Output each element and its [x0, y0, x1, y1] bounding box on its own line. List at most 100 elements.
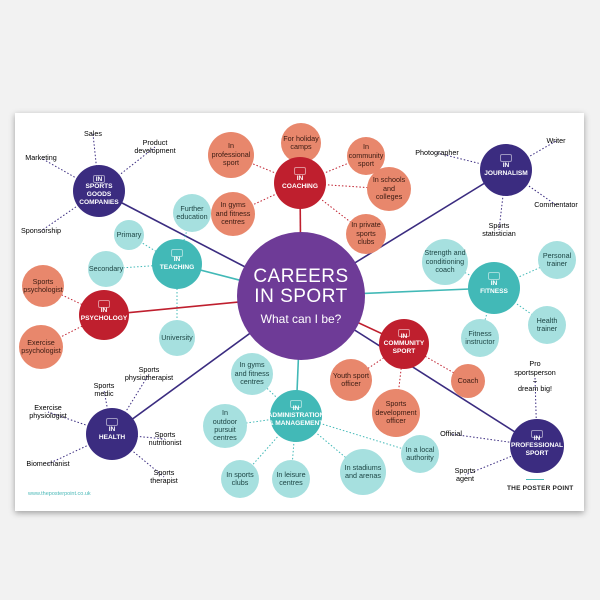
teaching-career-0-label: Further education [176, 203, 208, 221]
hub-psychology: IN PSYCHOLOGY [79, 290, 129, 340]
teaching-career-1-label: Primary [116, 229, 142, 239]
psychology-career-0: Sports psychologist [22, 265, 64, 307]
community-career-2-label: Coach [457, 375, 479, 385]
journalism-career-3-label: Sports statistician [482, 220, 516, 238]
fitness-career-0: Strength and conditioning coach [422, 239, 468, 285]
admin-career-2: In sports clubs [221, 460, 259, 498]
hub-community: IN COMMUNITY SPORT [379, 319, 429, 369]
whistle-icon [294, 167, 306, 176]
health-career-3: Sports nutritionist [147, 421, 183, 457]
health-career-4-label: Sports therapist [150, 467, 178, 485]
fitness-career-0-label: Strength and conditioning coach [424, 248, 466, 275]
hub-journalism-label: IN JOURNALISM [484, 162, 528, 177]
hub-admin: IN ADMINISTRATION & MANAGEMENT [268, 390, 324, 442]
link-pro-leaf-2 [464, 445, 538, 476]
hub-fitness: IN FITNESS [468, 262, 520, 314]
microphone-icon [500, 154, 512, 163]
coaching-career-4-label: In private sports clubs [351, 220, 381, 247]
admin-career-4-label: In stadiums and arenas [344, 462, 382, 480]
coaching-career-1: For holiday camps [281, 123, 321, 163]
pro-career-0-label: Pro sportsperson – dream big! [514, 359, 556, 394]
health-career-5-label: Biomechanist [26, 458, 70, 468]
hub-coaching-label: IN COACHING [282, 175, 318, 190]
teaching-career-0: Further education [173, 194, 211, 232]
teaching-career-2: Secondary [88, 251, 124, 287]
hub-goods-label: IN SPORTS GOODS COMPANIES [79, 175, 119, 206]
health-career-4: Sports therapist [146, 459, 182, 495]
community-career-0: Youth sport officer [330, 359, 372, 401]
coaching-career-3-label: In schools and colleges [372, 175, 406, 202]
coaching-career-4: In private sports clubs [346, 214, 386, 254]
hub-pro: IN PROFESSIONAL SPORT [510, 419, 564, 473]
hub-coaching: IN COACHING [274, 157, 326, 209]
journalism-career-3: Sports statistician [479, 210, 519, 250]
coaching-career-3: In schools and colleges [367, 167, 411, 211]
poster-point-logo-icon [526, 479, 544, 483]
coaching-career-0-label: In professional sport [211, 141, 251, 168]
goods-career-0: Marketing [24, 141, 58, 175]
coaching-career-0: In professional sport [208, 132, 254, 178]
admin-career-5: In a local authority [401, 435, 439, 473]
hub-psychology-label: IN PSYCHOLOGY [80, 307, 128, 322]
admin-career-5-label: In a local authority [405, 444, 435, 462]
health-career-2-label: Sports physiotherapist [124, 364, 174, 382]
center-careers-in-sport: CAREERS IN SPORT What can I be? [237, 232, 365, 360]
health-career-0: Exercise physiologist [25, 389, 71, 435]
brain-icon [98, 300, 110, 308]
center-title: CAREERS IN SPORT [253, 265, 349, 307]
coaching-career-5-label: In gyms and fitness centres [215, 200, 251, 227]
coaching-career-2-label: In community sport [348, 142, 384, 169]
journalism-career-2: Commentator [534, 185, 578, 225]
link-journalism-leaf-1 [505, 140, 557, 171]
coaching-career-5: In gyms and fitness centres [211, 192, 255, 236]
admin-career-2-label: In sports clubs [226, 469, 254, 487]
admin-career-4: In stadiums and arenas [340, 449, 386, 495]
admin-career-1-label: In outdoor pursuit centres [212, 408, 238, 443]
admin-career-0-label: In gyms and fitness centres [234, 360, 270, 387]
fitness-career-2-label: Health trainer [536, 315, 558, 333]
journalism-career-0: Photographer [415, 131, 459, 175]
teaching-career-1: Primary [114, 220, 144, 250]
fitness-career-1: Personal trainer [538, 241, 576, 279]
psychology-career-0-label: Sports psychologist [23, 276, 63, 294]
runner-icon [531, 429, 543, 438]
hub-health-label: IN HEALTH [98, 426, 126, 441]
website-url: www.theposterpoint.co.uk [28, 491, 91, 497]
health-career-3-label: Sports nutritionist [148, 429, 182, 447]
admin-career-1: In outdoor pursuit centres [203, 404, 247, 448]
goods-career-2: Product development [134, 126, 176, 168]
pro-career-1-label: Official [440, 428, 462, 438]
journalism-career-2-label: Commentator [534, 199, 578, 209]
hub-goods: IN SPORTS GOODS COMPANIES [73, 165, 125, 217]
goods-career-3-label: Sponsorship [21, 225, 61, 235]
fitness-career-3: Fitness instructor [461, 319, 499, 357]
journalism-career-1-label: Writer [546, 135, 566, 145]
hub-health: IN HEALTH [86, 408, 138, 460]
health-career-0-label: Exercise physiologist [29, 402, 67, 420]
psychology-career-1: Exercise psychologist [19, 325, 63, 369]
center-subtitle: What can I be? [260, 311, 342, 326]
fitness-career-3-label: Fitness instructor [465, 328, 495, 346]
journalism-career-1: Writer [539, 124, 573, 158]
health-career-1-label: Sports medic [93, 380, 115, 398]
pro-career-2: Sports agent [446, 456, 484, 494]
goods-career-3: Sponsorship [21, 211, 61, 251]
hub-fitness-label: IN FITNESS [480, 280, 508, 295]
whiteboard-icon [171, 249, 183, 257]
community-career-1-label: Sports development officer [375, 399, 417, 426]
link-goods-leaf-1 [92, 133, 100, 192]
teaching-career-3-label: University [161, 332, 193, 342]
teaching-career-3: University [159, 320, 195, 356]
goods-career-1: Sales [78, 119, 108, 149]
goods-career-2-label: Product development [134, 137, 176, 155]
hub-pro-label: IN PROFESSIONAL SPORT [510, 434, 564, 457]
community-career-1: Sports development officer [372, 389, 420, 437]
pro-career-1: Official [433, 416, 469, 452]
stadium-icon [290, 400, 302, 409]
fitness-career-1-label: Personal trainer [542, 250, 572, 268]
careers-poster: CAREERS IN SPORT What can I be? Marketin… [15, 113, 584, 511]
hub-teaching-label: IN TEACHING [159, 256, 195, 271]
pro-career-2-label: Sports agent [454, 465, 476, 483]
goods-career-0-label: Marketing [25, 152, 57, 162]
community-career-2: Coach [451, 364, 485, 398]
